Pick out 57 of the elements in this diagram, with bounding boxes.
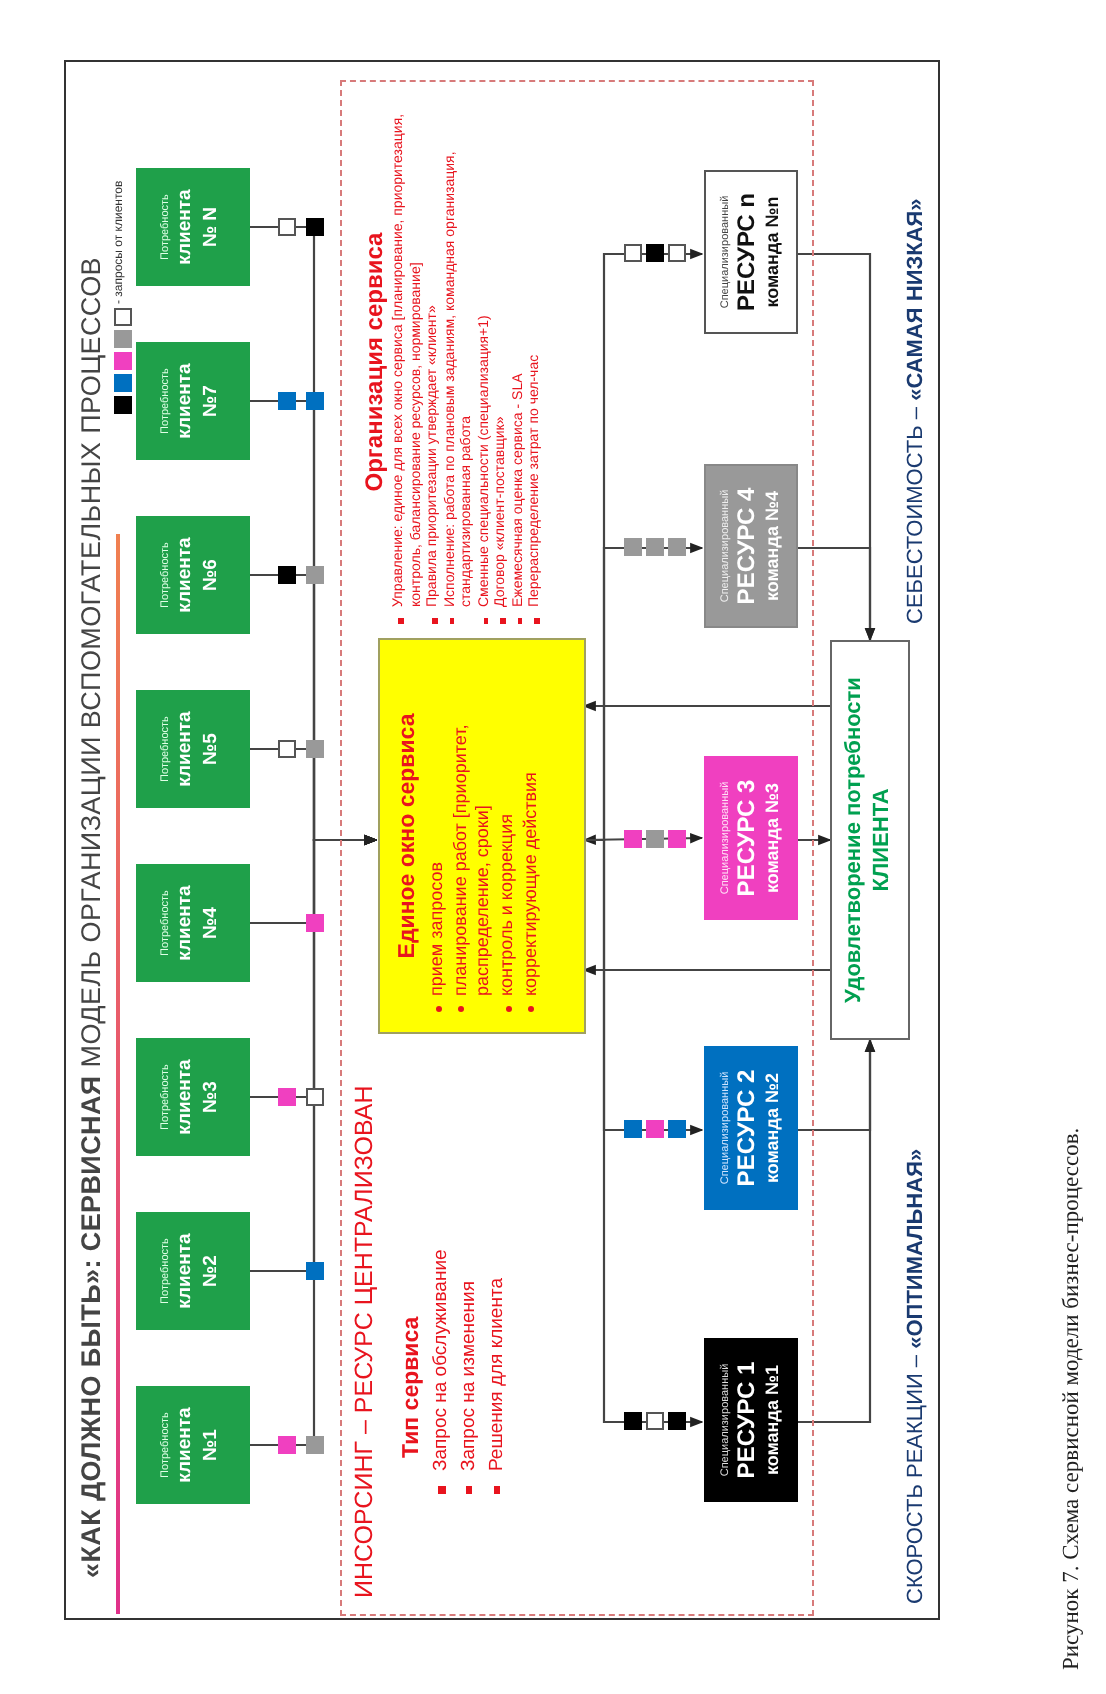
resource-box <box>704 170 798 334</box>
service-type-item: Запрос на обслуживание <box>428 1249 454 1471</box>
connector-arrow <box>796 834 832 846</box>
figure-caption: Рисунок 7. Схема сервисной модели бизнес-процессов. <box>1060 1127 1084 1670</box>
connector-arrow <box>796 1038 876 1132</box>
resource-name: РЕСУРС 1 <box>732 1361 762 1479</box>
window-list-item: прием запросов <box>426 861 448 996</box>
client-need-box <box>136 1212 250 1330</box>
resource-box <box>704 464 798 628</box>
region-heading: ИНСОРСИНГ – РЕСУРС ЦЕНТРАЛИЗОВАН <box>350 1085 378 1598</box>
window-heading: Единое окно сервиса <box>396 711 420 963</box>
connector-arrow <box>796 252 876 642</box>
speed-note: СКОРОСТЬ РЕАКЦИИ – «ОПТИМАЛЬНАЯ» <box>904 1148 928 1604</box>
client-need-box <box>136 1038 250 1156</box>
service-type-item: Запрос на изменения <box>455 1281 482 1471</box>
service-window-box <box>378 638 586 1034</box>
cost-note: СЕБЕСТОИМОСТЬ – «САМАЯ НИЗКАЯ» <box>904 198 928 624</box>
resource-box <box>704 1338 798 1502</box>
team-name: команда №3 <box>761 783 783 894</box>
diagram-title: «КАК ДОЛЖНО БЫТЬ»: СЕРВИСНАЯ МОДЕЛЬ ОРГАНИЗАЦИИ ВСПОМОГАТЕЛЬНЫХ ПРОЦЕССОВ <box>76 257 106 1578</box>
client-need-box <box>136 516 250 634</box>
client-name: клиента №6 <box>173 535 224 617</box>
client-name: клиента №4 <box>173 883 224 965</box>
service-type-heading: Тип сервиса <box>400 1314 424 1458</box>
window-list-item: контроль и коррекция <box>496 814 519 996</box>
resource-box <box>704 1046 798 1210</box>
service-type-item: Решения для клиента <box>483 1278 510 1471</box>
connector-arrow <box>582 964 832 976</box>
organization-heading: Организация сервиса <box>360 230 388 496</box>
team-name: команда №n <box>761 196 783 308</box>
connector-arrow <box>582 832 704 846</box>
connector-arrow <box>582 700 832 712</box>
client-need-box <box>136 168 250 286</box>
client-name: клиента №7 <box>173 361 224 443</box>
client-need-box <box>136 864 250 982</box>
client-name: клиента №5 <box>173 709 224 791</box>
client-name: клиента № N <box>173 187 224 269</box>
resource-name: РЕСУРС 2 <box>732 1069 762 1187</box>
dashed-region <box>340 80 814 1616</box>
resource-box <box>704 756 798 920</box>
client-name: клиента №3 <box>173 1057 224 1139</box>
client-need-box <box>136 1386 250 1504</box>
team-name: команда №1 <box>761 1365 783 1476</box>
connector-arrow <box>584 248 704 842</box>
window-list-item: корректирующие действия <box>519 772 542 996</box>
client-need-box <box>136 342 250 460</box>
team-name: команда №4 <box>761 491 783 602</box>
resource-name: РЕСУРС 3 <box>732 779 762 897</box>
client-name: клиента №2 <box>173 1231 224 1313</box>
resource-name: РЕСУРС 4 <box>732 487 762 605</box>
result-box: Удовлетворение потребности КЛИЕНТА <box>830 640 910 1040</box>
window-list-item: планирование работ [приоритет, распределение, сроки] <box>449 722 495 996</box>
client-name: клиента №1 <box>173 1405 224 1487</box>
resource-name: РЕСУРС n <box>732 193 762 312</box>
team-name: команда №2 <box>761 1073 783 1184</box>
connector-arrow <box>250 225 378 846</box>
client-need-box <box>136 690 250 808</box>
